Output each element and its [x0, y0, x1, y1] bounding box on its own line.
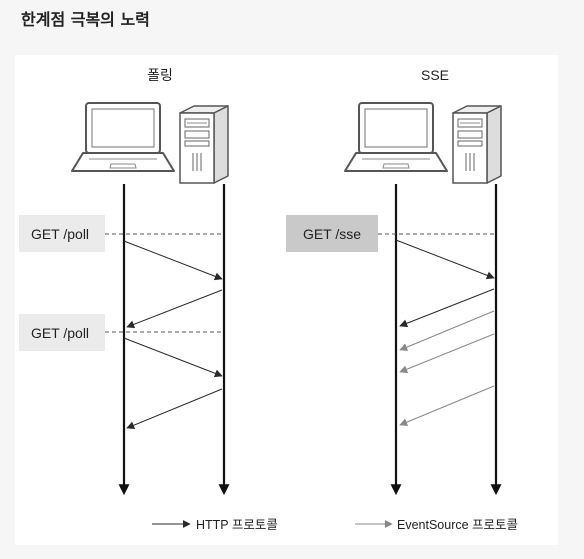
- sse-http-response-arrow: [399, 288, 495, 328]
- polling-request-label: GET /poll: [31, 226, 89, 242]
- sse-client-laptop-icon: [344, 102, 448, 172]
- sse-request-box: [286, 215, 378, 252]
- polling-title: 폴링: [147, 67, 173, 83]
- polling-request-arrow: [123, 337, 223, 378]
- polling-request-arrow: [123, 240, 223, 281]
- polling-request-box: [19, 314, 105, 351]
- polling-response-arrow: [126, 289, 223, 329]
- sse-event-arrow: [399, 333, 495, 374]
- sse-request-label: GET /sse: [303, 226, 361, 242]
- sse-request-arrow: [395, 239, 495, 280]
- sse-event-arrow: [399, 385, 495, 426]
- sse-title: SSE: [421, 67, 449, 83]
- page-title: 한계점 극복의 노력: [21, 10, 150, 29]
- legend-http-label: HTTP 프로토콜: [196, 518, 278, 532]
- sse-event-arrow: [399, 310, 495, 351]
- polling-response-arrow: [126, 388, 223, 429]
- polling-request-label: GET /poll: [31, 325, 89, 341]
- legend-eventsource-label: EventSource 프로토콜: [397, 518, 518, 532]
- polling-client-laptop-icon: [71, 102, 175, 172]
- polling-request-box: [19, 215, 105, 252]
- sse-server-icon: [452, 105, 502, 184]
- polling-server-icon: [179, 105, 229, 184]
